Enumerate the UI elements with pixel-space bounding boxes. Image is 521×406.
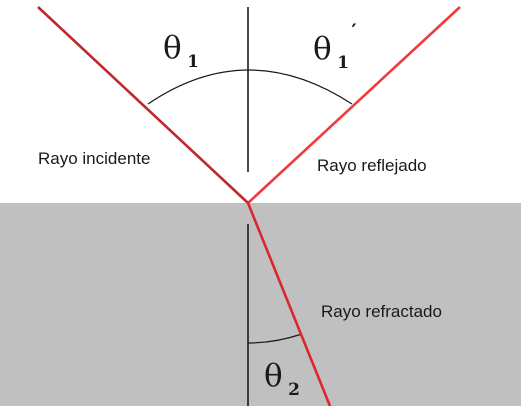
refracted-ray [246,202,332,406]
incident-angle-arc [147,69,353,105]
reflected-angle-subscript: 1 [337,53,349,73]
refracted-ray-label: Rayo refractado [321,302,442,321]
incident-angle-symbol: θ [163,30,182,66]
reflected-ray-label: Rayo reflejado [317,156,427,175]
reflected-ray [247,6,461,204]
incident-angle-label: θ 1 [163,30,199,72]
refracted-angle-label: θ 2 [264,358,300,400]
refracted-angle-symbol: θ [264,358,283,394]
reflected-angle-symbol: θ [313,31,332,67]
refracted-angle-arc [247,333,303,344]
incident-ray-label: Rayo incidente [38,149,150,168]
upper-medium [0,0,521,203]
reflected-angle-prime: ′ [351,19,356,43]
refracted-angle-subscript: 2 [288,380,300,400]
reflected-angle-label: θ 1 ′ [313,19,357,73]
incident-ray [37,6,249,204]
incident-angle-subscript: 1 [187,52,199,72]
